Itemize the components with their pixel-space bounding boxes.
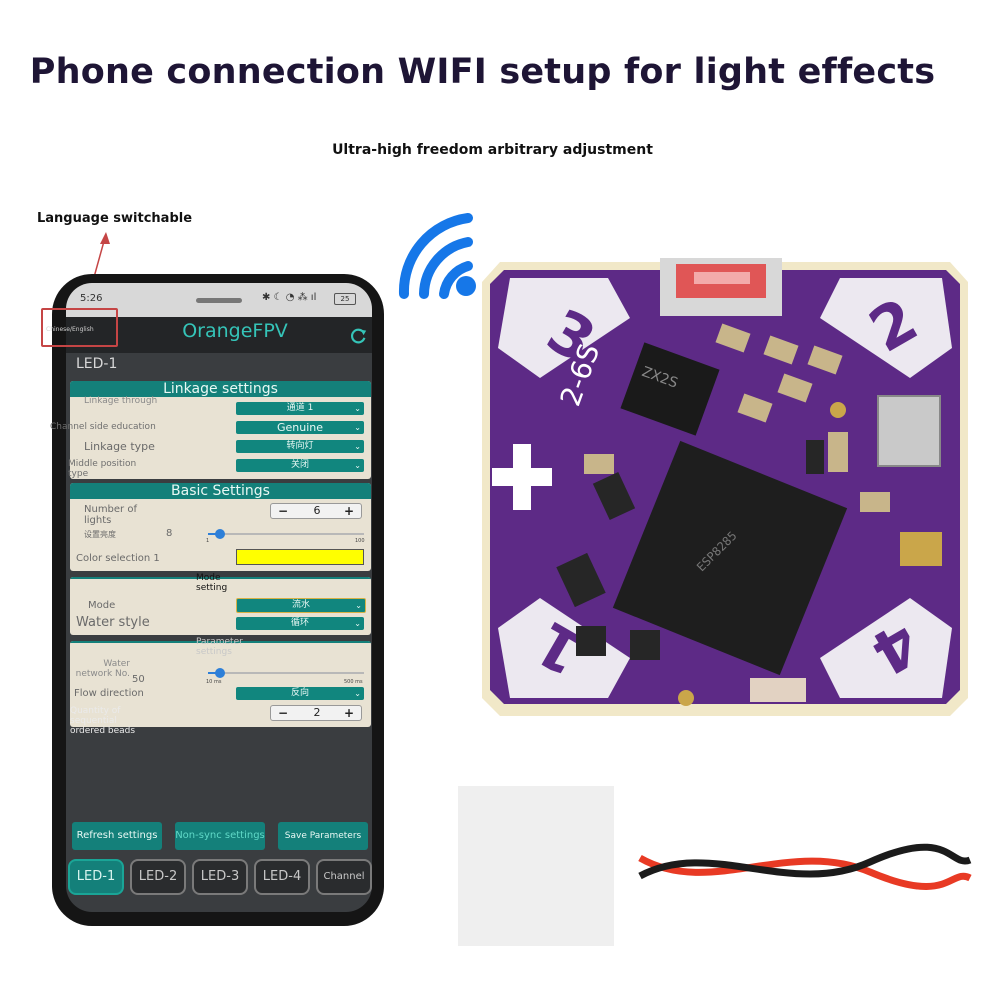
lights-stepper[interactable]: − 6 +: [270, 503, 362, 519]
pcb-board: 3 2 1 4 2-6S ZX2S ESP8285: [482, 258, 968, 716]
minus-button[interactable]: −: [277, 504, 289, 518]
linkage-settings-title: Linkage settings: [70, 381, 371, 397]
tab-led-1[interactable]: LED-1: [68, 859, 124, 895]
tab-led-4[interactable]: LED-4: [254, 859, 310, 895]
quantity-value: 2: [313, 706, 321, 719]
brightness-slider-knob[interactable]: [215, 529, 226, 539]
color-swatch[interactable]: [236, 549, 364, 565]
brightness-label: 设置亮度: [84, 530, 116, 539]
language-annotation: Language switchable: [37, 211, 193, 226]
wifi-icon: [398, 213, 476, 299]
brightness-slider-fill: [208, 533, 221, 535]
mode-label: Mode: [88, 600, 116, 611]
speaker-grille: [196, 298, 242, 303]
refresh-icon[interactable]: [350, 327, 368, 345]
plus-button[interactable]: +: [343, 504, 355, 518]
channel-side-annotation: Channel side education: [50, 422, 156, 432]
refresh-settings-button[interactable]: Refresh settings: [72, 822, 162, 850]
chevron-down-icon: ⌄: [354, 404, 361, 413]
linkage-type-label: Linkage type: [84, 440, 155, 453]
network-slider-track[interactable]: [208, 672, 364, 674]
water-network-annotation: Water network No.: [75, 659, 130, 679]
mode-card: Mode 流水⌄ Water style 循环⌄: [70, 577, 371, 635]
led-heading: LED-1: [76, 356, 118, 372]
network-max: 500 ms: [344, 679, 363, 685]
network-slider-knob[interactable]: [215, 668, 226, 678]
brightness-max: 100: [355, 538, 365, 544]
chevron-down-icon: ⌄: [354, 461, 361, 470]
chevron-down-icon: ⌄: [354, 442, 361, 451]
non-sync-settings-button[interactable]: Non-sync settings: [175, 822, 265, 850]
basic-settings-card: Basic Settings Number of lights − 6 + 设置…: [70, 483, 371, 571]
water-style-select[interactable]: 循环⌄: [236, 617, 364, 630]
network-value: 50: [132, 674, 145, 685]
brightness-min: 1: [206, 538, 210, 544]
tab-channel[interactable]: Channel: [316, 859, 372, 895]
minus-button[interactable]: −: [277, 706, 289, 720]
linkage-through-select[interactable]: 通道 1⌄: [236, 402, 364, 415]
tape-pad: [458, 786, 614, 946]
linkage-settings-card: Linkage settings Linkage through 通道 1⌄ G…: [70, 381, 371, 479]
signal-icons: ✱ ☾ ◔ ⁂ ıl: [262, 292, 317, 303]
chevron-down-icon: ⌄: [355, 601, 362, 610]
linkage-through-label: Linkage through: [84, 396, 158, 406]
middle-position-select[interactable]: 关闭⌄: [236, 459, 364, 472]
plus-button[interactable]: +: [343, 706, 355, 720]
basic-settings-title: Basic Settings: [70, 483, 371, 499]
brightness-slider-track[interactable]: [208, 533, 364, 535]
flow-direction-select[interactable]: 反向⌄: [236, 687, 364, 700]
status-time: 5:26: [80, 293, 103, 304]
middle-position-annotation: Middle position type: [68, 459, 137, 479]
water-style-label: Water style: [76, 615, 150, 630]
mode-select[interactable]: 流水⌄: [236, 598, 366, 613]
chevron-down-icon: ⌄: [354, 689, 361, 698]
genuine-select[interactable]: Genuine⌄: [236, 421, 364, 434]
lights-value: 6: [313, 504, 321, 517]
flow-direction-label: Flow direction: [74, 688, 144, 699]
quantity-stepper[interactable]: − 2 +: [270, 705, 362, 721]
page-title: Phone connection WIFI setup for light ef…: [29, 52, 936, 92]
page-subtitle: Ultra-high freedom arbitrary adjustment: [332, 142, 653, 158]
save-parameters-button[interactable]: Save Parameters: [278, 822, 368, 850]
mode-setting-annotation: Mode setting: [196, 573, 228, 593]
linkage-type-select[interactable]: 转向灯⌄: [236, 440, 364, 453]
parameter-settings-annotation: Parameter settings: [196, 637, 243, 657]
number-of-lights-label: Number of lights: [84, 504, 137, 526]
tab-led-2[interactable]: LED-2: [130, 859, 186, 895]
language-toggle-button[interactable]: [41, 308, 118, 347]
power-cable: [638, 843, 972, 890]
parameter-card: 50 10 ms 500 ms Flow direction 反向⌄ − 2 +: [70, 641, 371, 727]
mode-card-top-line: [70, 577, 371, 579]
chevron-down-icon: ⌄: [354, 423, 361, 432]
tab-led-3[interactable]: LED-3: [192, 859, 248, 895]
chevron-down-icon: ⌄: [354, 619, 361, 628]
color-selection-label: Color selection 1: [76, 553, 160, 564]
app-title: OrangeFPV: [182, 320, 288, 342]
network-slider-fill: [208, 672, 221, 674]
parameter-card-top-line: [70, 641, 371, 643]
brightness-value: 8: [166, 528, 173, 539]
language-toggle-label: Chinese/English: [46, 326, 94, 333]
battery-icon: 25: [334, 293, 356, 305]
network-min: 10 ms: [206, 679, 222, 685]
quantity-annotation: Quantity of sequential ordered beads: [70, 706, 136, 736]
